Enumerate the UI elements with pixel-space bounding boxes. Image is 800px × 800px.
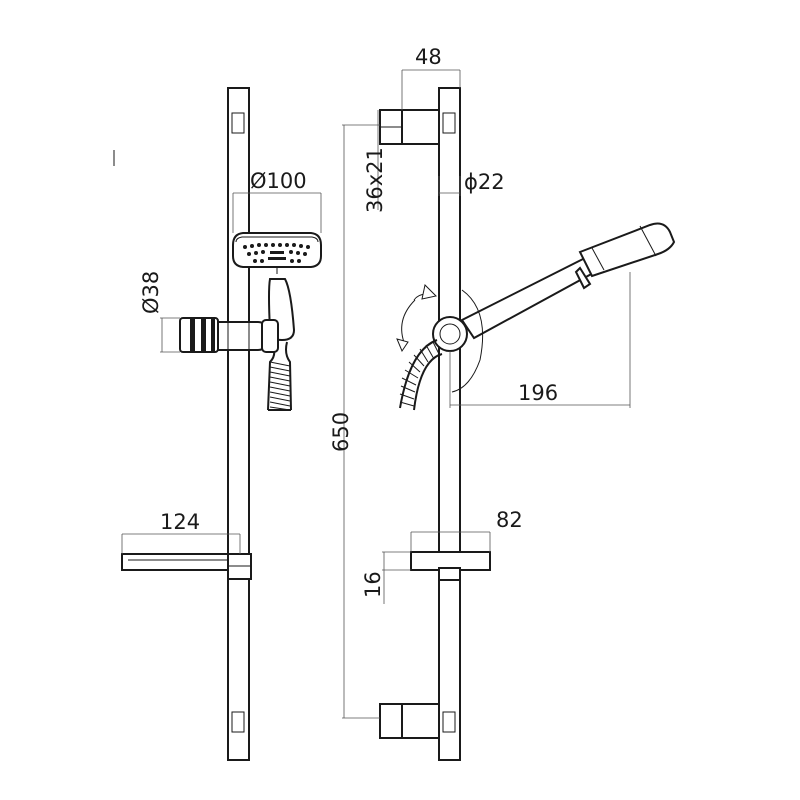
label-dish-width: 124 [160,510,200,534]
label-handset-reach: 196 [518,381,558,405]
dim-holder-diameter: Ø38 [139,271,180,353]
dim-rail-diameter: ϕ22 [438,170,505,196]
dim-head-diameter: Ø100 [232,169,322,233]
dim-bracket-width: 48 [401,45,461,110]
side-top-bracket [379,109,440,145]
front-slider-holder [179,317,279,353]
side-bottom-slot [442,711,456,733]
side-rail [438,87,461,761]
dim-dish-height: 16 [361,551,411,604]
label-holder-diameter: Ø38 [139,271,163,314]
label-dish-height: 16 [361,571,385,598]
front-shower-head [232,232,322,274]
label-bracket-section: 36x21 [363,147,387,213]
dim-dish-width: 124 [121,510,241,554]
dim-bracket-section: 36x21 [363,110,387,213]
side-handset [460,222,676,340]
dim-handset-reach: 196 [449,272,631,408]
front-bottom-bracket-slot [231,711,245,733]
side-ball-joint [432,316,468,352]
rotation-arrow-icon [396,283,484,393]
front-soap-dish [121,553,252,580]
side-hose [399,339,443,411]
front-view: Ø100 Ø38 124 [121,87,322,761]
front-top-bracket-slot [231,112,245,134]
side-view: 48 36x21 ϕ22 650 196 [329,45,676,761]
side-top-slot [442,112,456,134]
label-head-diameter: Ø100 [250,169,307,193]
label-dish-depth: 82 [496,508,523,532]
label-rail-diameter: ϕ22 [464,170,505,194]
front-rail [227,87,250,761]
label-rail-length: 650 [329,412,353,452]
label-bracket-width: 48 [415,45,442,69]
dim-rail-length: 650 [329,124,380,719]
side-bottom-bracket [379,703,440,739]
side-soap-dish [410,551,491,581]
dim-dish-depth: 82 [410,508,523,552]
